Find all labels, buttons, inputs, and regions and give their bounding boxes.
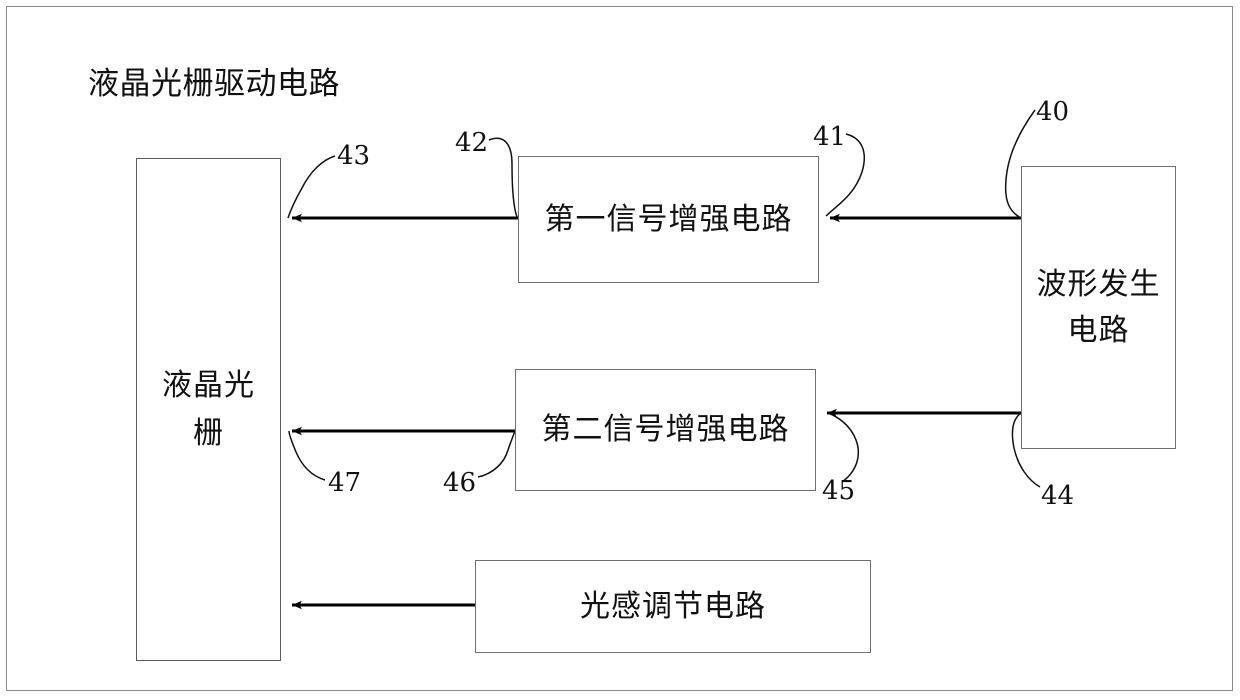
block-light-sensing-adjustment[interactable]: 光感调节电路 [475, 560, 871, 653]
ref-numeral-44: 44 [1041, 481, 1075, 511]
block-liquid-crystal-grating-label: 液晶光栅 [162, 367, 255, 451]
block-second-signal-enhancement-label: 第二信号增强电路 [541, 412, 790, 447]
ref-numeral-46: 46 [443, 468, 477, 498]
ref-numeral-45: 45 [822, 476, 856, 506]
ref-numeral-42: 42 [455, 128, 489, 158]
ref-numeral-41: 41 [813, 122, 847, 152]
ref-numeral-47: 47 [328, 468, 362, 498]
block-waveform-generation-label: 波形发生电路 [1036, 266, 1161, 348]
block-first-signal-enhancement-label: 第一信号增强电路 [544, 201, 793, 237]
block-second-signal-enhancement[interactable]: 第二信号增强电路 [515, 369, 816, 491]
block-liquid-crystal-grating[interactable]: 液晶光栅 [136, 158, 281, 661]
figure-border [6, 6, 1233, 691]
block-light-sensing-adjustment-label: 光感调节电路 [580, 588, 766, 624]
block-first-signal-enhancement[interactable]: 第一信号增强电路 [518, 156, 819, 283]
block-waveform-generation[interactable]: 波形发生电路 [1021, 166, 1176, 449]
figure-title: 液晶光栅驱动电路 [88, 66, 340, 102]
ref-numeral-43: 43 [337, 141, 371, 171]
ref-numeral-40: 40 [1036, 97, 1070, 127]
